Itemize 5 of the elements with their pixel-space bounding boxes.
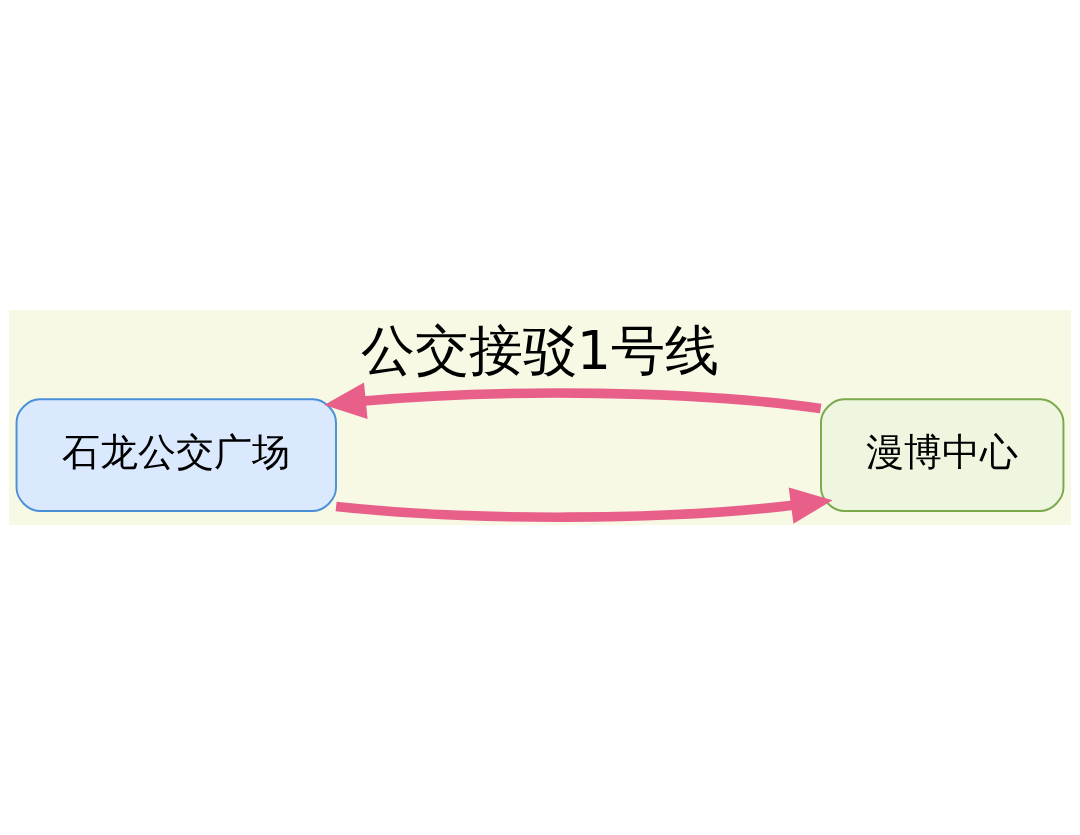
node-box: 石龙公交广场 (15, 398, 337, 512)
node-box: 漫博中心 (820, 398, 1065, 512)
diagram-title: 公交接驳1号线 (360, 318, 720, 382)
arrow (324, 382, 822, 419)
arrow (335, 487, 833, 524)
